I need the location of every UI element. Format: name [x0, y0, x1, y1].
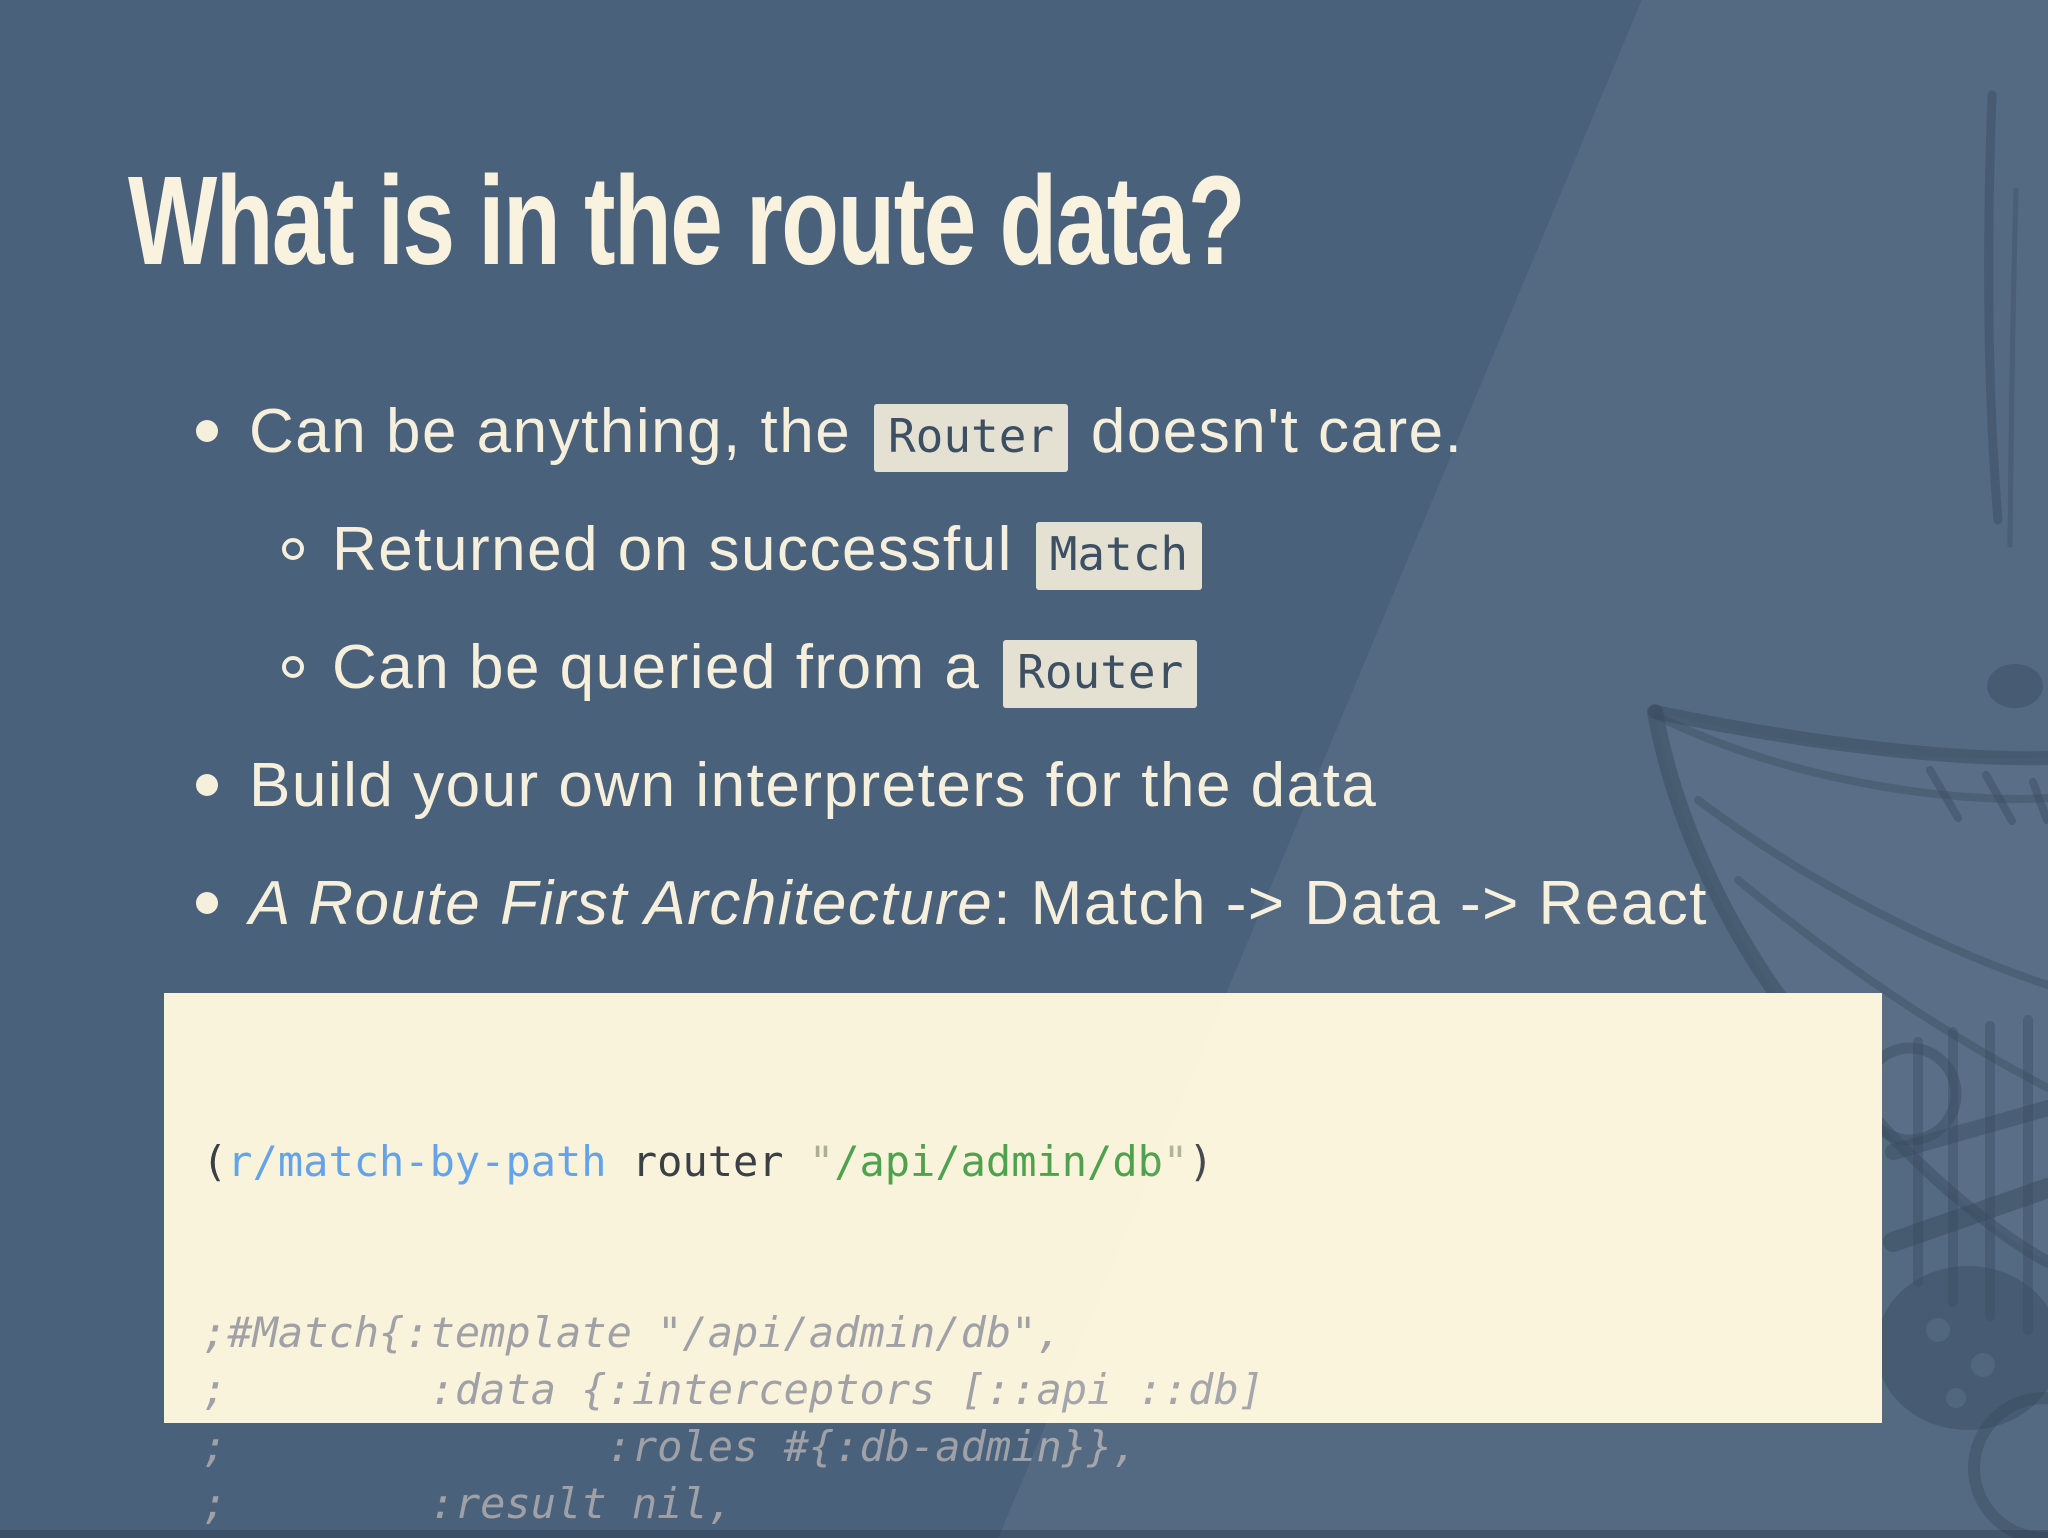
text-run: : Match -> Data -> React	[993, 868, 1709, 938]
slide-title: What is in the route data?	[128, 150, 1246, 291]
code-token-punct: (	[202, 1137, 228, 1186]
emphasis-text: A Route First Architecture	[249, 868, 994, 938]
code-comment-line: ; :roles #{:db-admin}},	[202, 1422, 1138, 1471]
bullet-item: Can be anything, the Router doesn't care…	[0, 372, 2048, 490]
code-token-quote: "	[1162, 1137, 1189, 1186]
bullet-dot-icon	[196, 774, 218, 796]
bullet-item: A Route First Architecture: Match -> Dat…	[0, 844, 2048, 962]
text-run: Can be anything, the	[249, 396, 870, 466]
text-run: Can be queried from a	[332, 632, 1000, 702]
code-token-quote: "	[808, 1137, 835, 1186]
bullet-circle-icon	[282, 538, 304, 560]
code-comment-line: ; :data {:interceptors [::api ::db]	[202, 1365, 1265, 1414]
bullet-list: Can be anything, the Router doesn't care…	[0, 372, 2048, 962]
text-run: Build your own interpreters for the data	[249, 750, 1378, 820]
bullet-dot-icon	[196, 892, 218, 914]
code-token-punct: )	[1188, 1137, 1214, 1186]
code-comment-lines: ;#Match{:template "/api/admin/db", ; :dat…	[202, 1304, 1882, 1538]
code-comment-line: ;#Match{:template "/api/admin/db",	[202, 1308, 1062, 1357]
bullet-item: Can be queried from a Router	[0, 608, 2048, 726]
code-comment-line: ; :path-params {},	[202, 1532, 1882, 1538]
inline-code: Router	[1003, 639, 1198, 708]
bullet-item: Build your own interpreters for the data	[0, 726, 2048, 844]
text-run: Returned on successful	[332, 514, 1032, 584]
slide-bottom-edge	[0, 1530, 2048, 1538]
code-token-plain: router	[606, 1137, 809, 1186]
code-token-string: /api/admin/db	[834, 1137, 1163, 1186]
bullet-text: Can be queried from a Router	[332, 632, 1201, 708]
code-expression-line: (r/match-by-path router "/api/admin/db")	[202, 1133, 1882, 1190]
bullet-dot-icon	[196, 420, 218, 442]
bullet-circle-icon	[282, 656, 304, 678]
code-token-fn: r/match-by-path	[227, 1137, 607, 1186]
code-block: (r/match-by-path router "/api/admin/db")…	[164, 993, 1882, 1538]
text-run: doesn't care.	[1072, 396, 1464, 466]
inline-code: Match	[1035, 521, 1203, 590]
inline-code: Router	[873, 403, 1069, 472]
bullet-text: Returned on successful Match	[332, 514, 1206, 590]
bullet-item: Returned on successful Match	[0, 490, 2048, 608]
bullet-text: A Route First Architecture: Match -> Dat…	[249, 868, 1708, 939]
code-comment-line: ; :result nil,	[202, 1479, 734, 1528]
bullet-text: Build your own interpreters for the data	[249, 750, 1377, 821]
bullet-text: Can be anything, the Router doesn't care…	[249, 396, 1464, 472]
